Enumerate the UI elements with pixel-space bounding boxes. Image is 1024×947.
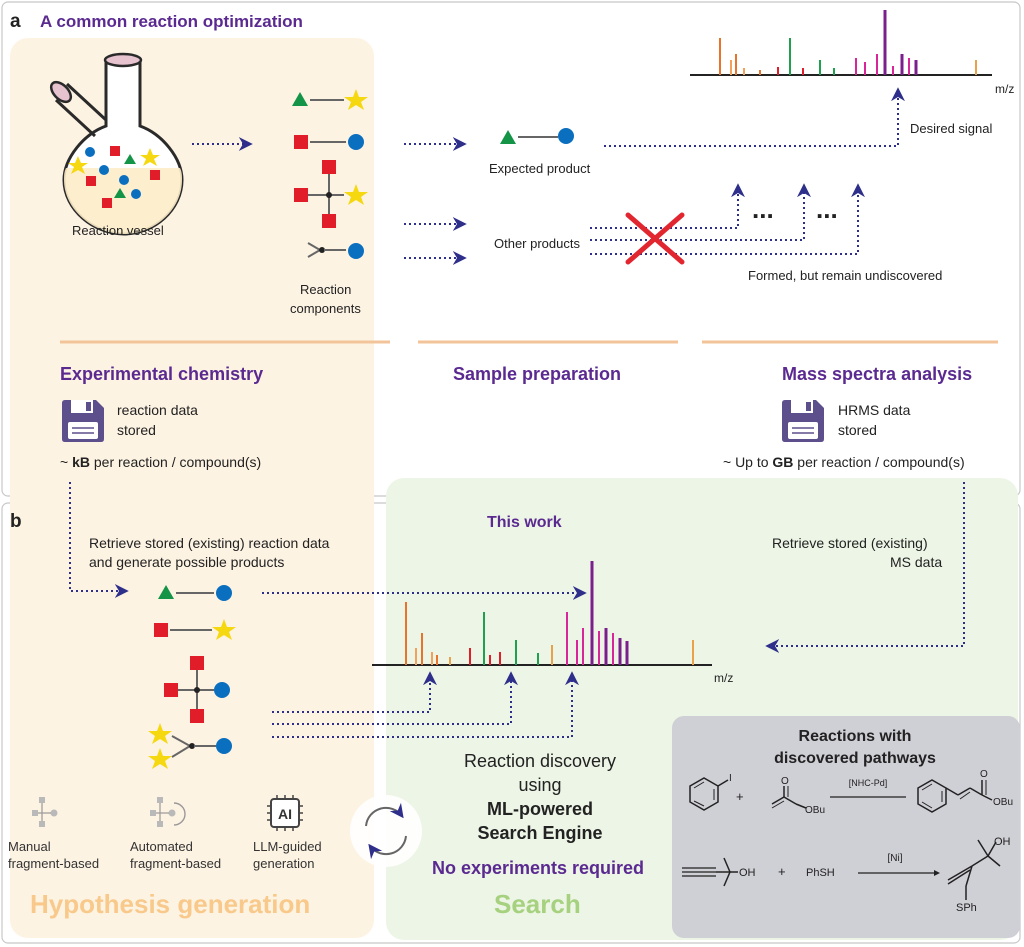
discovery-line-4: Search Engine (477, 823, 602, 843)
desired-signal-arrow (604, 87, 905, 147)
no-experiments-label: No experiments required (432, 858, 644, 878)
generated-products (148, 585, 236, 769)
retrieve-left-line-2: and generate possible products (89, 554, 284, 570)
rxn1-product-o: O (980, 769, 988, 780)
expected-product-molecule (500, 128, 574, 144)
storage-right-line-1: HRMS data (838, 402, 911, 418)
rxn1-iodo: I (729, 773, 732, 784)
floppy-disk-icon (62, 400, 104, 442)
manual-fragment-icon (32, 797, 58, 827)
hypothesis-generation-label: Hypothesis generation (30, 889, 310, 919)
rxn2-oh: OH (739, 867, 756, 879)
panel-a-letter: a (10, 11, 21, 32)
method-2-line-1: Automated (130, 839, 193, 854)
desired-signal-label: Desired signal (910, 121, 992, 136)
rxn2-catalyst: [Ni] (888, 853, 903, 864)
reaction-data-arrow (69, 482, 129, 598)
retrieve-right-line-2: MS data (890, 554, 942, 570)
discovery-line-3: ML-powered (487, 799, 593, 819)
reaction-vessel-label: Reaction vessel (72, 223, 164, 238)
rxn2-product-sph: SPh (956, 902, 977, 914)
reaction-vessel-flask (49, 52, 184, 236)
method-1-line-1: Manual (8, 839, 51, 854)
cycle-icon (350, 795, 422, 867)
ellipsis-1: ... (752, 194, 774, 224)
section-sample-preparation: Sample preparation (453, 364, 621, 384)
this-work-label: This work (487, 514, 562, 531)
undiscovered-arrow-2 (590, 183, 811, 241)
discovery-line-1: Reaction discovery (464, 751, 616, 771)
box-title-line-2: discovered pathways (774, 750, 936, 767)
ellipsis-2: ... (816, 194, 838, 224)
panel-b-letter: b (10, 511, 22, 532)
panel-a-title: A common reaction optimization (40, 12, 303, 31)
discovery-line-2: using (518, 775, 561, 795)
retrieve-left-line-1: Retrieve stored (existing) reaction data (89, 535, 330, 551)
rxn1-product-obu: OBu (993, 797, 1013, 808)
search-arrow-3 (272, 671, 579, 738)
spectrum-b (372, 561, 712, 666)
mz-label-b: m/z (714, 671, 733, 685)
spectrum-a (690, 10, 992, 76)
reaction-components (292, 89, 368, 259)
storage-left-line-1: reaction data (117, 402, 198, 418)
search-label: Search (494, 889, 581, 919)
retrieve-right-line-1: Retrieve stored (existing) (772, 535, 928, 551)
rxn1-catalyst: [NHC-Pd] (849, 778, 888, 788)
components-label-1: Reaction (300, 282, 351, 297)
rxn1-plus: + (736, 789, 744, 804)
expected-product-label: Expected product (489, 161, 591, 176)
other-products-label: Other products (494, 236, 580, 251)
storage-right-line-2: stored (838, 422, 877, 438)
method-3-line-2: generation (253, 856, 314, 871)
section-mass-spectra-analysis: Mass spectra analysis (782, 364, 972, 384)
mz-label-a: m/z (995, 82, 1014, 96)
reaction-1 (689, 777, 993, 813)
method-2-line-2: fragment-based (130, 856, 221, 871)
discovered-reactions-box (672, 716, 1020, 938)
size-left: ~ kB per reaction / compound(s) (60, 454, 261, 470)
rxn2-product-oh: OH (994, 836, 1011, 848)
rxn1-obu: OBu (805, 805, 825, 816)
size-right: ~ Up to GB per reaction / compound(s) (723, 454, 965, 470)
method-3-line-1: LLM-guided (253, 839, 322, 854)
method-1-line-2: fragment-based (8, 856, 99, 871)
floppy-disk-icon (782, 400, 824, 442)
reaction-2 (682, 839, 1001, 900)
storage-left-line-2: stored (117, 422, 156, 438)
rxn2-plus: + (778, 864, 786, 879)
red-cross-icon (625, 212, 685, 265)
section-experimental-chemistry: Experimental chemistry (60, 364, 263, 384)
rxn2-phsh: PhSH (806, 867, 835, 879)
ai-chip-icon (267, 795, 303, 831)
ai-badge-text: AI (278, 806, 292, 822)
box-title-line-1: Reactions with (799, 728, 912, 745)
undiscovered-label: Formed, but remain undiscovered (748, 268, 942, 283)
automated-fragment-icon (150, 797, 186, 827)
undiscovered-arrow-1 (590, 183, 745, 229)
rxn1-carbonyl-o: O (781, 776, 789, 787)
components-label-2: components (290, 301, 361, 316)
